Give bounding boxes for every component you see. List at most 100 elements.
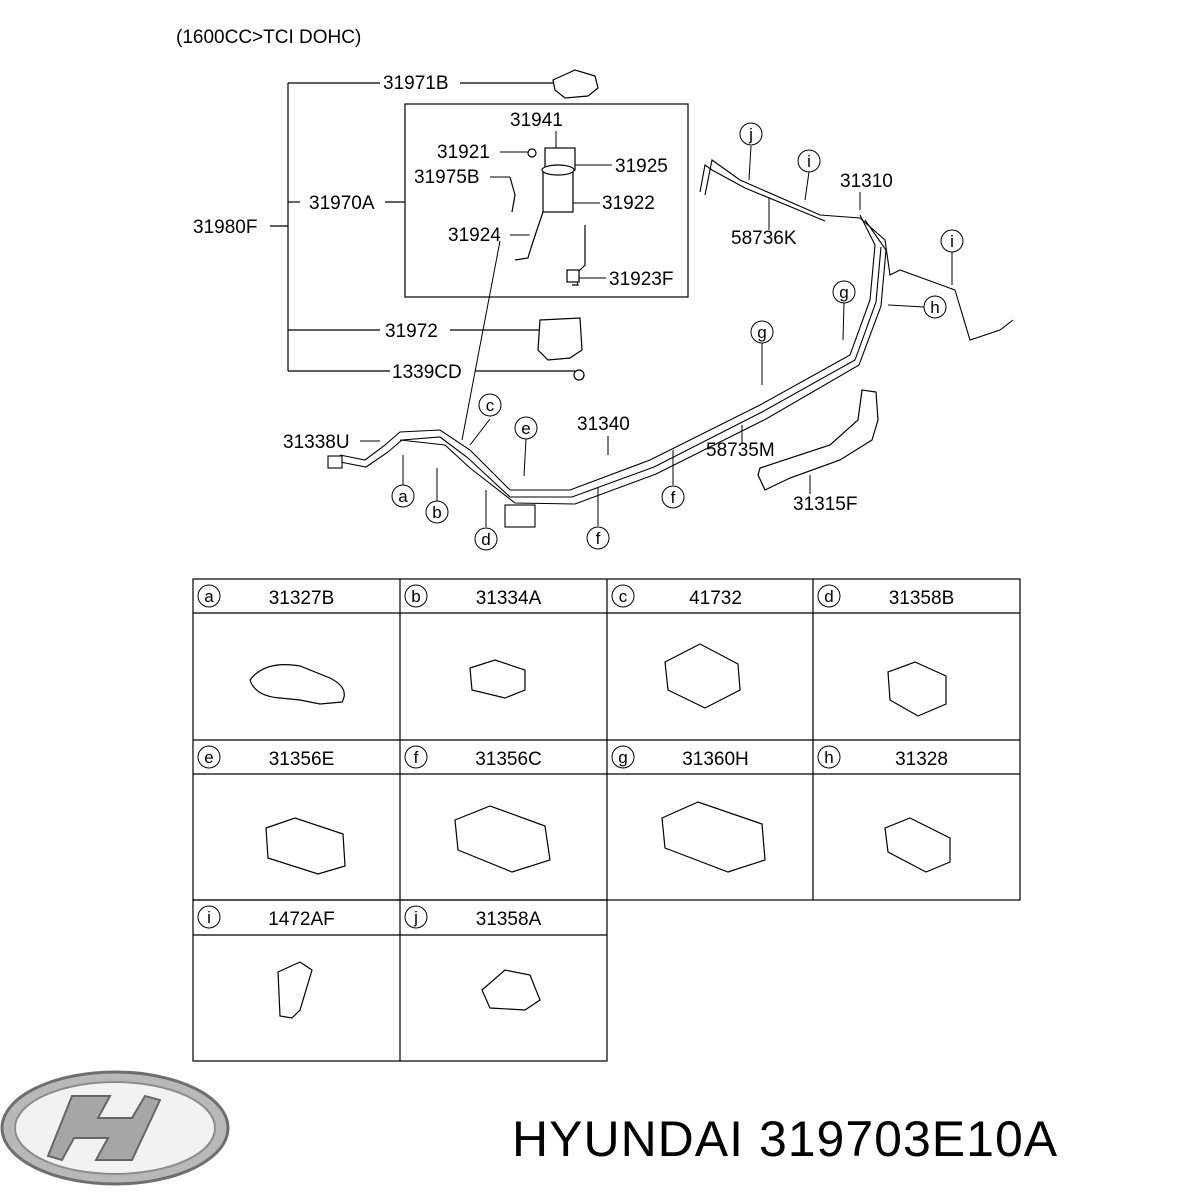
callout-letter-f2: f [671,488,676,507]
clip-sketch-g [661,801,766,873]
clip-letter-circle-j [404,905,428,929]
clip-sketch-f [454,805,551,873]
clip-letter-d: d [824,587,833,606]
clip-letter-circle-f [404,745,428,769]
callout-letter-c: c [486,396,495,415]
part-label-31338U: 31338U [283,432,350,453]
callout-letter-j: j [748,125,753,144]
clip-part-c: 41732 [689,588,742,609]
callout-circle-i1 [940,229,964,253]
callout-circle-c [478,393,502,417]
callout-letters: a b c d e f f g g h i i j [398,125,954,549]
clip-letter-circle-e [197,745,221,769]
brand-name: HYUNDAI [512,1111,745,1167]
clip-letter-j: j [413,908,418,927]
clip-sketch-j [481,969,541,1011]
brand-part-number: HYUNDAI 319703E10A [512,1110,1058,1168]
clip-letter-f: f [414,748,419,767]
part-label-31315F: 31315F [793,494,857,515]
callout-letter-b: b [432,503,441,522]
part-label-31921: 31921 [437,142,490,163]
part-label-31975B: 31975B [414,167,480,188]
callout-markers [391,122,964,551]
clip-letter-g: g [618,748,627,767]
callout-circle-h [923,295,947,319]
callout-letter-h: h [930,298,939,317]
fuel-filter-assembly [509,69,599,381]
clip-table-cells: a 31327B b 31334A c 41732 d 31358B e 31356E f 31356… [197,584,955,930]
callout-letter-i1: i [950,232,954,251]
clip-letter-circle-h [817,745,841,769]
clip-part-a: 31327B [269,588,335,609]
part-label-58735M: 58735M [706,440,775,461]
clip-sketches [249,643,951,1019]
callout-circle-d [474,527,498,551]
clip-letter-c: c [619,587,628,606]
clip-sketch-e [265,817,346,875]
shield-part-31315F [757,389,879,491]
clip-letter-h: h [824,748,833,767]
callout-circle-b [425,500,449,524]
engine-note: (1600CC>TCI DOHC) [176,27,361,48]
callout-letter-g2: g [839,283,848,302]
part-number: 319703E10A [758,1111,1059,1167]
clip-part-d: 31358B [889,588,955,609]
callout-letter-f1: f [596,529,601,548]
part-label-31971B: 31971B [383,73,449,94]
fuel-line-bundle [339,159,1014,505]
part-label-31924: 31924 [448,225,501,246]
clip-part-e: 31356E [269,749,335,770]
callout-letter-g1: g [757,323,766,342]
hyundai-logo [0,1070,230,1186]
part-label-31340: 31340 [577,414,630,435]
callout-letter-d: d [481,530,490,549]
clip-letter-circle-i [197,905,221,929]
callout-circle-g1 [750,320,774,344]
fuel-line-clips [327,455,536,528]
clip-sketch-c [664,643,741,709]
clip-part-i: 1472AF [268,909,335,930]
assembly-bracket [270,82,689,372]
callout-circle-f2 [661,485,685,509]
callout-circle-f1 [586,526,610,550]
clip-part-j: 31358A [476,909,542,930]
clip-sketch-b [469,659,526,699]
callout-circle-j [739,122,763,146]
clip-table-grid [192,578,1021,1062]
clip-part-h: 31328 [895,749,948,770]
callout-letter-i2: i [807,152,811,171]
clip-sketch-d [887,661,947,717]
part-label-31941: 31941 [510,110,563,131]
clip-part-b: 31334A [476,588,542,609]
clip-letter-e: e [204,748,213,767]
callout-circle-i2 [797,149,821,173]
callout-circle-e [514,416,538,440]
clip-sketch-i [277,961,313,1019]
clip-sketch-a [249,664,345,705]
clip-letter-circle-a [197,584,221,608]
part-label-31922: 31922 [602,193,655,214]
clip-letter-circle-g [611,745,635,769]
callout-letter-e: e [521,419,530,438]
leader-lines [360,131,861,494]
callout-circle-g2 [832,280,856,304]
clip-part-f: 31356C [475,749,542,770]
clip-part-g: 31360H [682,749,749,770]
part-label-31923F: 31923F [609,269,673,290]
clip-letter-circle-b [404,584,428,608]
clip-letter-b: b [411,587,420,606]
clip-letter-a: a [204,587,214,606]
clip-sketch-h [884,817,951,873]
clip-letter-circle-c [611,584,635,608]
part-label-58736K: 58736K [731,228,797,249]
clip-letter-i: i [207,908,211,927]
part-label-31925: 31925 [615,156,668,177]
part-label-31980F: 31980F [193,217,257,238]
clip-letter-circle-d [817,584,841,608]
callout-letter-a: a [398,487,408,506]
part-label-1339CD: 1339CD [392,362,462,383]
part-label-31970A: 31970A [309,193,375,214]
part-label-31972: 31972 [385,321,438,342]
callout-circle-a [391,484,415,508]
